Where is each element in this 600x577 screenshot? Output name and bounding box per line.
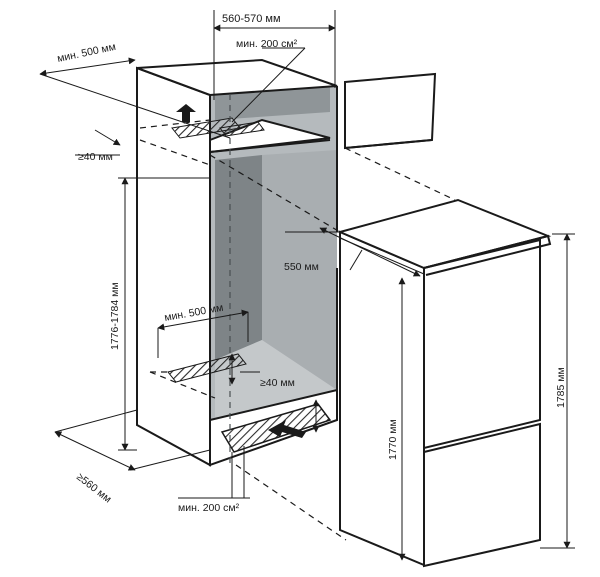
guide-lines xyxy=(139,94,456,541)
label-niche-height: 1776-1784 мм xyxy=(109,282,121,350)
top-vent-hatch xyxy=(171,117,265,139)
label-top-depth: мин. 500 мм xyxy=(56,41,117,65)
cabinet-door xyxy=(344,72,437,150)
air-up-arrow xyxy=(176,104,196,122)
label-fridge-total-height: 1785 мм xyxy=(555,367,567,408)
dimension-lines xyxy=(39,10,575,561)
label-top-gap: ≥40 мм xyxy=(78,151,113,163)
label-fridge-depth: 550 мм xyxy=(284,261,319,273)
label-fridge-body-height: 1770 мм xyxy=(387,419,399,460)
refrigerator xyxy=(336,198,552,568)
label-top-vent-area: мин. 200 см² xyxy=(236,38,298,50)
label-cabinet-depth: ≥560 мм xyxy=(74,471,113,505)
cabinet-interior xyxy=(210,86,337,420)
label-lower-gap: ≥40 мм xyxy=(260,377,295,389)
lower-vent-hatch xyxy=(167,353,247,383)
label-cabinet-width: 560-570 мм xyxy=(222,13,281,25)
label-bottom-vent-area: мин. 200 см² xyxy=(178,502,240,514)
air-in-arrow xyxy=(268,420,306,438)
